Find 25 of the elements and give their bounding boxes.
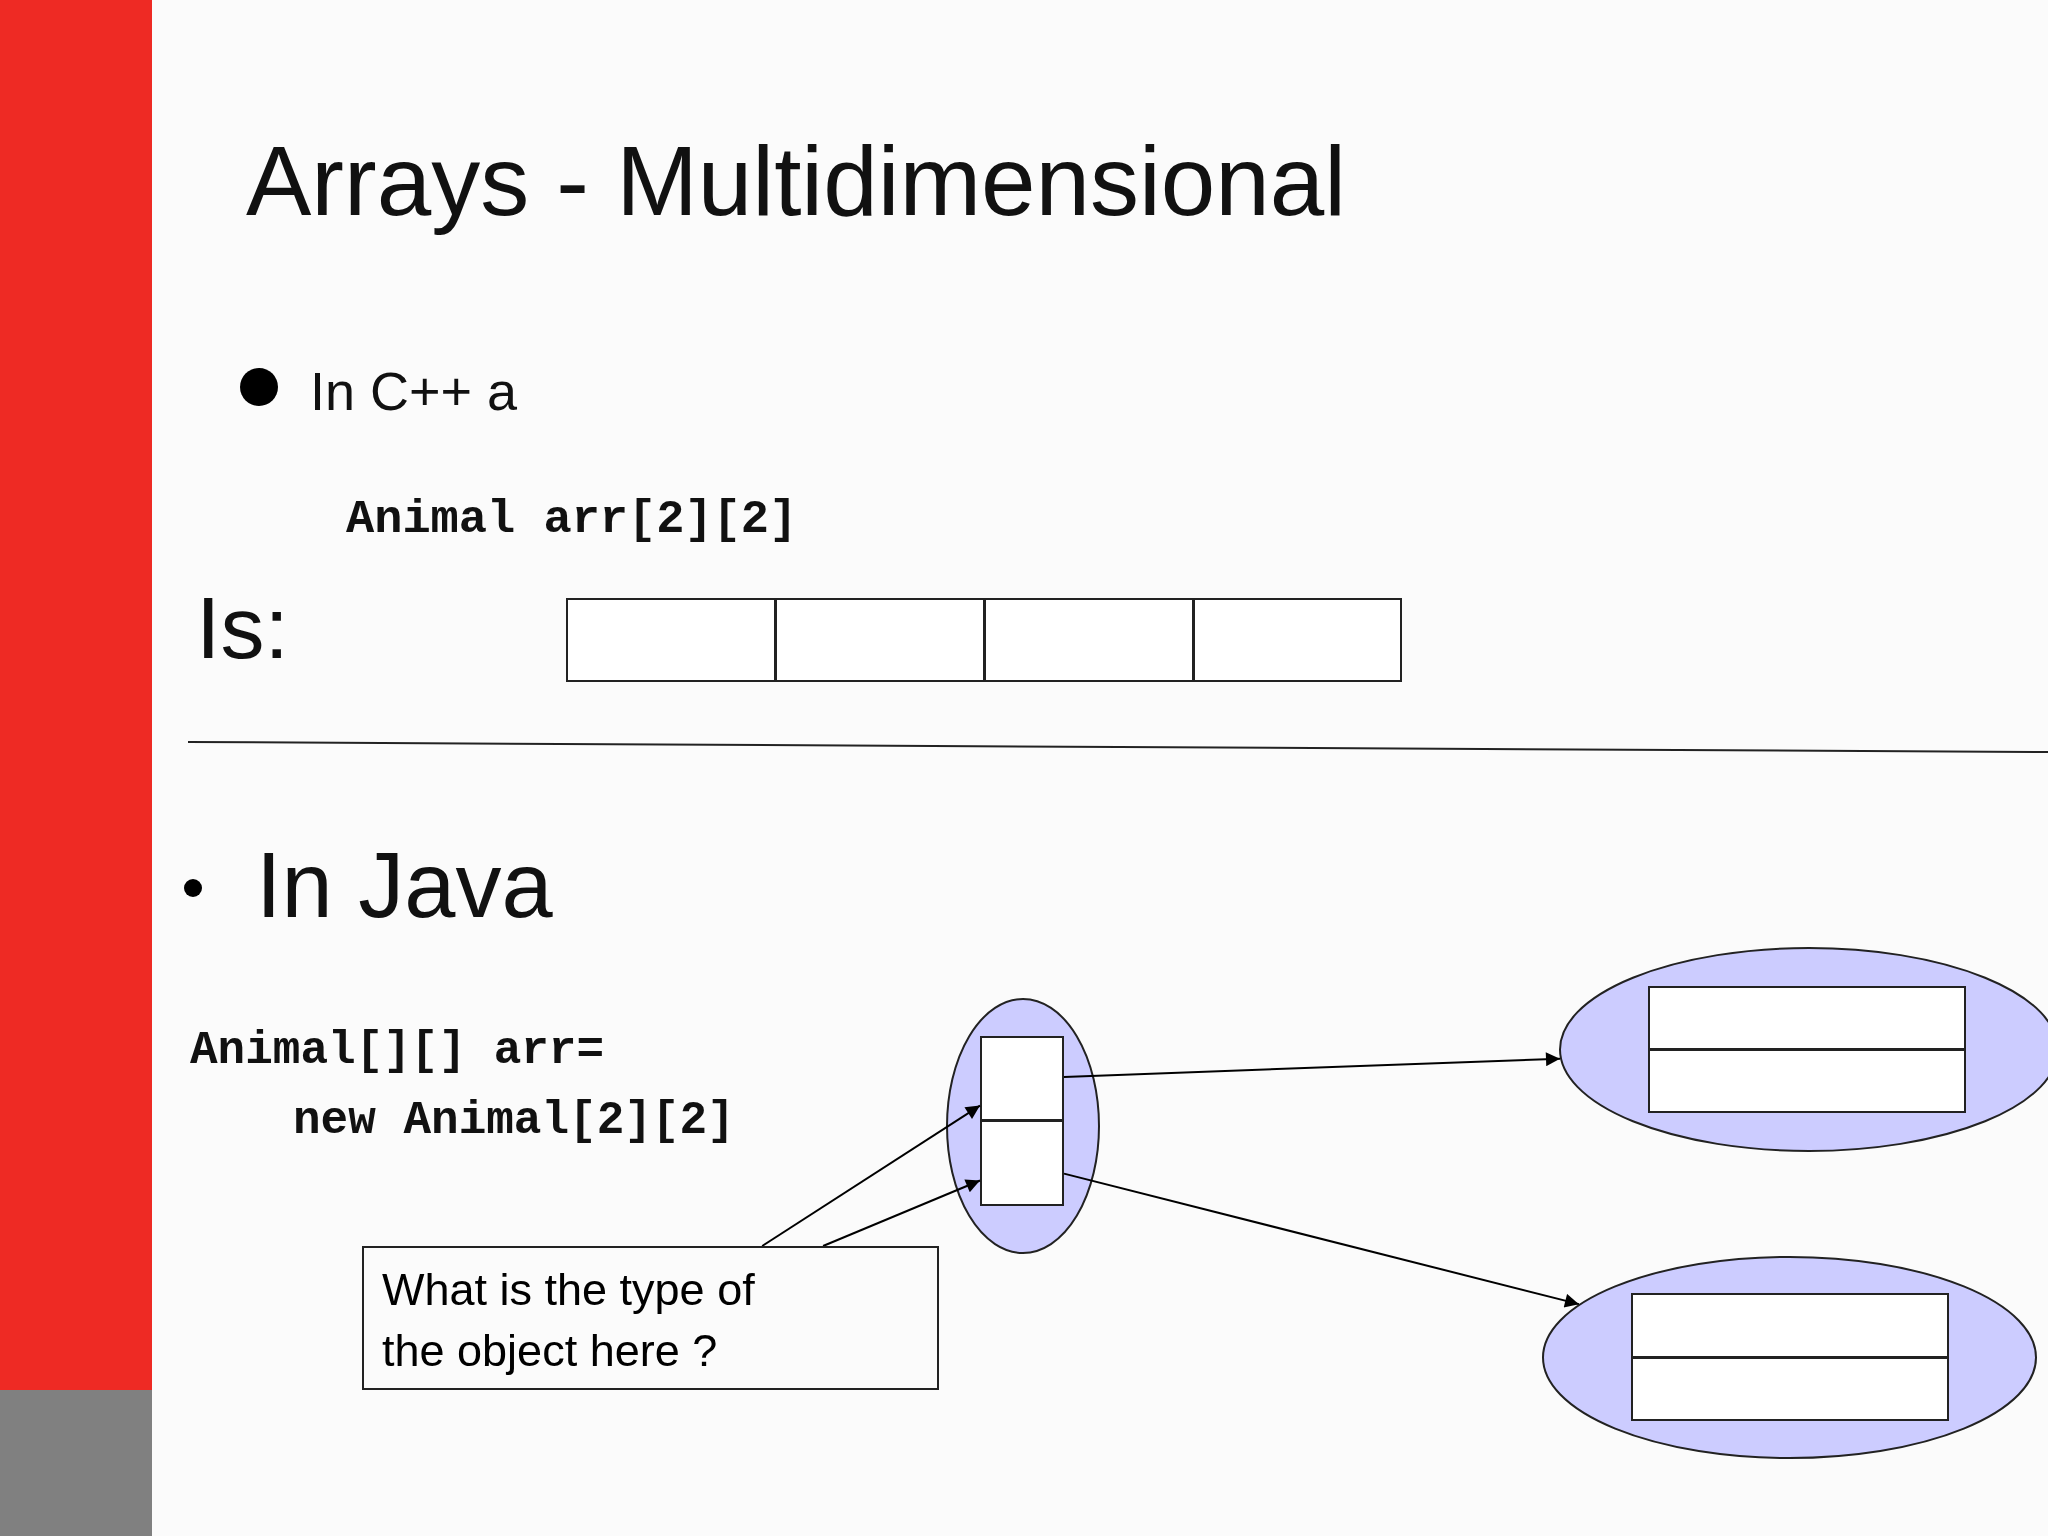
label-text: Is:	[196, 580, 289, 677]
code-text: Animal arr[2][2]	[346, 494, 798, 546]
array-cell	[566, 598, 776, 682]
object-ellipse	[946, 998, 1100, 1254]
object-ellipse	[1542, 1256, 2037, 1459]
array-cell	[1648, 986, 1966, 1050]
array-cell	[775, 598, 985, 682]
array-cell	[1193, 598, 1402, 682]
arrow	[1063, 1172, 1580, 1308]
bullet-text: In C++ a	[310, 362, 518, 422]
array-cell	[1648, 1049, 1966, 1113]
bullet-text: In Java	[256, 835, 553, 937]
leader-arrow	[761, 1104, 981, 1247]
code-text: Animal[][] arr=	[190, 1026, 605, 1077]
array-cell	[980, 1120, 1064, 1206]
array-cell	[1631, 1357, 1949, 1421]
array-cell	[980, 1036, 1064, 1121]
code-text: new Animal[2][2]	[293, 1096, 735, 1147]
callout-text: What is the type of the object here ?	[382, 1263, 756, 1378]
array-cell	[1631, 1293, 1949, 1358]
leader-arrow	[822, 1179, 981, 1247]
array-cell	[984, 598, 1194, 682]
slide-title: Arrays - Multidimensional	[246, 128, 1347, 236]
arrow	[1063, 1052, 1561, 1078]
callout-box	[362, 1246, 939, 1390]
